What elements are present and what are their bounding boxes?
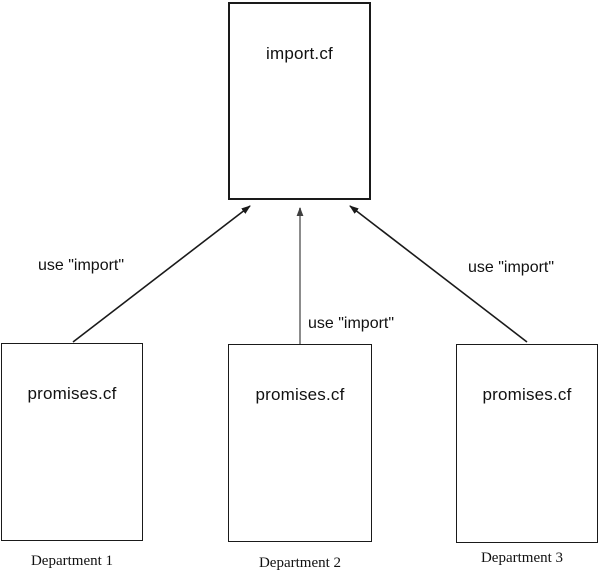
node-promises-cf-dept2: promises.cf — [228, 344, 372, 542]
caption-department-2: Department 2 — [258, 555, 342, 571]
edge-label-use-import-left: use "import" — [38, 257, 125, 274]
node-promises-cf-dept3-label: promises.cf — [482, 385, 572, 404]
edge-label-use-import-right: use "import" — [468, 259, 555, 276]
edge-label-use-import-middle: use "import" — [308, 315, 395, 332]
node-import-cf-label: import.cf — [266, 44, 333, 63]
node-promises-cf-dept1-label: promises.cf — [27, 384, 117, 403]
node-promises-cf-dept2-label: promises.cf — [255, 385, 345, 404]
node-promises-cf-dept1: promises.cf — [1, 343, 143, 541]
caption-department-1: Department 1 — [30, 553, 114, 569]
node-import-cf: import.cf — [228, 2, 371, 200]
caption-department-3: Department 3 — [480, 550, 564, 566]
node-promises-cf-dept3: promises.cf — [456, 344, 598, 543]
